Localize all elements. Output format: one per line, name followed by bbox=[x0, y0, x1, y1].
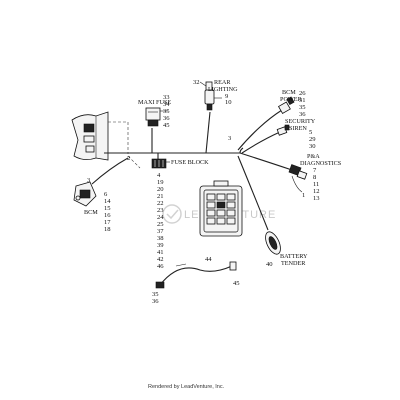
svg-text:12: 12 bbox=[313, 188, 320, 195]
bcm-power-label-2: POWER bbox=[280, 96, 303, 103]
svg-text:15: 15 bbox=[104, 205, 111, 212]
callout-3: 3 bbox=[228, 135, 232, 142]
svg-text:26: 26 bbox=[299, 90, 306, 97]
svg-text:37: 37 bbox=[157, 228, 164, 235]
frame-leader bbox=[108, 121, 129, 154]
svg-text:24: 24 bbox=[157, 214, 164, 221]
callout-45: 45 bbox=[233, 280, 240, 287]
svg-text:5: 5 bbox=[309, 129, 313, 136]
pa-diagnostics-callouts: 7 8 11 12 13 bbox=[313, 167, 320, 202]
lower-harness bbox=[155, 261, 237, 289]
maxi-fuse-label: MAXI FUSE bbox=[138, 99, 171, 106]
footer-credit: Rendered by LeadVenture, Inc. bbox=[148, 384, 225, 390]
svg-text:35: 35 bbox=[299, 104, 306, 111]
maxi-fuse-callouts: 33 34 35 36 45 bbox=[163, 94, 170, 129]
svg-text:6: 6 bbox=[104, 191, 108, 198]
svg-text:29: 29 bbox=[309, 136, 316, 143]
pa-diagnostics-label-2: DIAGNOSTICS bbox=[300, 160, 342, 167]
fuse-block-label: FUSE BLOCK bbox=[171, 159, 209, 166]
callout-32: 32 bbox=[193, 79, 200, 86]
svg-text:21: 21 bbox=[157, 193, 164, 200]
svg-text:42: 42 bbox=[157, 256, 164, 263]
svg-text:36: 36 bbox=[299, 111, 306, 118]
svg-text:19: 19 bbox=[157, 179, 164, 186]
bcm-label: BCM bbox=[84, 209, 98, 216]
rear-lighting-label-1: REAR bbox=[214, 79, 231, 86]
rear-lighting-connector bbox=[204, 81, 215, 111]
pa-diagnostics-label-1: P&A bbox=[307, 153, 320, 160]
callout-9: 9 bbox=[225, 93, 229, 100]
bcm-power-label-1: BCM bbox=[282, 89, 296, 96]
callout-36: 36 bbox=[152, 298, 159, 305]
svg-text:16: 16 bbox=[104, 212, 111, 219]
svg-text:22: 22 bbox=[157, 200, 164, 207]
callout-44: 44 bbox=[205, 256, 212, 263]
svg-text:23: 23 bbox=[157, 207, 164, 214]
svg-text:25: 25 bbox=[157, 221, 164, 228]
svg-text:11: 11 bbox=[313, 181, 319, 188]
svg-text:34: 34 bbox=[163, 101, 170, 108]
bcm-callouts: 6 14 15 16 17 18 bbox=[104, 191, 111, 233]
bcm-branch bbox=[91, 157, 129, 185]
callout-10: 10 bbox=[225, 99, 232, 106]
rear-lighting-branch bbox=[205, 111, 211, 154]
svg-text:46: 46 bbox=[157, 263, 164, 270]
callout-32-leader bbox=[199, 81, 207, 87]
bcm-connector bbox=[73, 181, 97, 207]
callout-3-bcm: 3 bbox=[87, 177, 91, 184]
callout-1: 1 bbox=[302, 192, 305, 199]
security-branch bbox=[241, 131, 281, 154]
security-siren-callouts: 5 29 30 bbox=[309, 129, 316, 150]
battery-tender-label-2: TENDER bbox=[281, 260, 306, 267]
svg-text:7: 7 bbox=[313, 167, 317, 174]
svg-text:38: 38 bbox=[157, 235, 164, 242]
frame-bracket bbox=[71, 111, 109, 161]
svg-text:13: 13 bbox=[313, 195, 320, 202]
svg-text:14: 14 bbox=[104, 198, 111, 205]
pa-diagnostics-connector bbox=[288, 164, 308, 193]
svg-text:17: 17 bbox=[104, 219, 111, 226]
battery-tender-connector bbox=[265, 231, 281, 255]
svg-text:41: 41 bbox=[157, 249, 164, 256]
security-siren-label-1: SECURITY bbox=[285, 118, 316, 125]
svg-text:30: 30 bbox=[309, 143, 316, 150]
fuse-block-connector bbox=[151, 158, 167, 169]
rear-lighting-label-2: LIGHTING bbox=[208, 86, 238, 93]
maxi-fuse bbox=[145, 107, 161, 127]
svg-text:45: 45 bbox=[163, 122, 170, 129]
svg-text:33: 33 bbox=[163, 94, 170, 101]
svg-text:36: 36 bbox=[163, 115, 170, 122]
svg-text:20: 20 bbox=[157, 186, 164, 193]
fuse-block-body bbox=[199, 180, 243, 237]
svg-text:35: 35 bbox=[163, 108, 170, 115]
svg-text:31: 31 bbox=[299, 97, 306, 104]
bcm-power-callouts: 26 31 35 36 bbox=[299, 90, 306, 118]
svg-text:39: 39 bbox=[157, 242, 164, 249]
battery-tender-label-1: BATTERY bbox=[280, 253, 308, 260]
security-siren-label-2: SIREN bbox=[289, 125, 307, 132]
callout-40: 40 bbox=[266, 261, 273, 268]
svg-text:8: 8 bbox=[313, 174, 317, 181]
pa-diagnostics-branch bbox=[239, 152, 293, 171]
fuse-block-callouts: 19 20 21 22 23 24 25 37 38 39 41 42 46 bbox=[157, 179, 164, 270]
trunk-end bbox=[239, 147, 244, 154]
security-siren-connector bbox=[276, 124, 290, 136]
bcm-power-branch bbox=[237, 109, 283, 151]
bcm-power-connector bbox=[277, 96, 295, 115]
lower-leader bbox=[127, 155, 141, 169]
battery-tender-branch bbox=[237, 155, 269, 231]
callout-2: 2 bbox=[127, 155, 130, 162]
callout-4: 4 bbox=[157, 172, 161, 179]
svg-text:18: 18 bbox=[104, 226, 111, 233]
callout-35: 35 bbox=[152, 291, 159, 298]
